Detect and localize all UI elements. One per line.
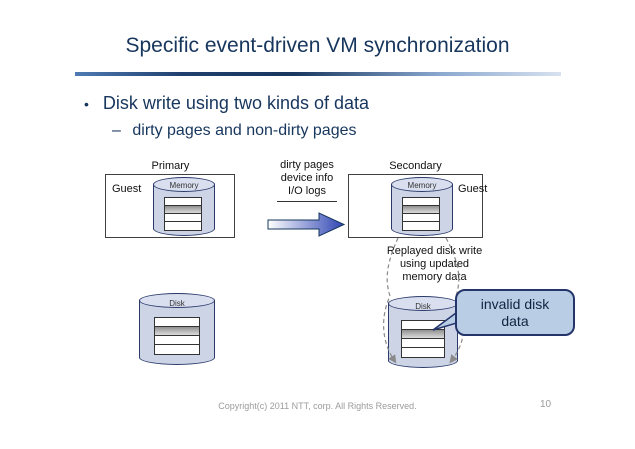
bullet-marker: • bbox=[84, 96, 89, 112]
memory-row bbox=[165, 198, 201, 206]
disk-row bbox=[155, 345, 199, 354]
disk-row bbox=[402, 321, 444, 330]
copyright-text: Copyright(c) 2011 NTT, corp. All Rights … bbox=[218, 401, 417, 411]
transfer-line: device info bbox=[280, 172, 334, 184]
transfer-block-arrow-icon bbox=[267, 212, 346, 237]
slide-title: Specific event-driven VM synchronization bbox=[125, 34, 510, 57]
memory-row bbox=[165, 222, 201, 230]
callout-invalid-disk: invalid disk data bbox=[455, 289, 575, 336]
sub-bullet-text: dirty pages and non-dirty pages bbox=[132, 122, 357, 139]
title-divider bbox=[75, 72, 561, 76]
disk-row bbox=[155, 318, 199, 327]
cylinder-top bbox=[139, 293, 215, 308]
disk-table-primary bbox=[154, 317, 200, 355]
cylinder-top bbox=[153, 177, 215, 192]
primary-label: Primary bbox=[151, 160, 190, 172]
transfer-line: I/O logs bbox=[288, 185, 326, 197]
bullet-item: • Disk write using two kinds of data bbox=[84, 93, 369, 114]
memory-row bbox=[165, 214, 201, 222]
memory-cylinder-secondary: Memory bbox=[391, 177, 453, 236]
transfer-line: dirty pages bbox=[280, 159, 334, 171]
dashed-replay-arrows-icon bbox=[383, 237, 465, 364]
cylinder-top bbox=[391, 177, 453, 192]
transfer-info-text: dirty pages device info I/O logs bbox=[253, 159, 361, 198]
memory-row-gray bbox=[403, 206, 439, 214]
memory-cylinder-primary: Memory bbox=[153, 177, 215, 236]
memory-label-secondary: Memory bbox=[407, 181, 437, 190]
replay-line: using updated bbox=[399, 258, 470, 270]
secondary-label: Secondary bbox=[389, 160, 442, 172]
disk-row-gray bbox=[402, 330, 444, 339]
disk-row-gray bbox=[155, 327, 199, 336]
page-number: 10 bbox=[540, 399, 552, 410]
memory-table-secondary bbox=[402, 197, 440, 231]
disk-label-secondary: Disk bbox=[415, 302, 431, 311]
memory-label-primary: Memory bbox=[169, 181, 199, 190]
replay-line: Replayed disk write bbox=[386, 245, 483, 257]
guest-label-primary: Guest bbox=[112, 183, 142, 195]
bullet-text: Disk write using two kinds of data bbox=[102, 93, 370, 113]
guest-label-secondary: Guest bbox=[458, 183, 488, 195]
sub-bullet-marker: – bbox=[112, 122, 121, 139]
memory-row bbox=[403, 214, 439, 222]
disk-label-primary: Disk bbox=[169, 299, 185, 308]
disk-cylinder-primary: Disk bbox=[139, 293, 215, 365]
memory-row bbox=[403, 222, 439, 230]
disk-cylinder-secondary: Disk bbox=[388, 296, 458, 368]
replay-note: Replayed disk write using updated memory… bbox=[377, 245, 492, 284]
memory-row-gray bbox=[165, 206, 201, 214]
transfer-underline bbox=[277, 201, 337, 202]
disk-row bbox=[402, 339, 444, 348]
replay-line: memory data bbox=[402, 271, 467, 283]
memory-row bbox=[403, 198, 439, 206]
disk-row bbox=[155, 336, 199, 345]
sub-bullet-item: – dirty pages and non-dirty pages bbox=[112, 122, 357, 140]
memory-table-primary bbox=[164, 197, 202, 231]
